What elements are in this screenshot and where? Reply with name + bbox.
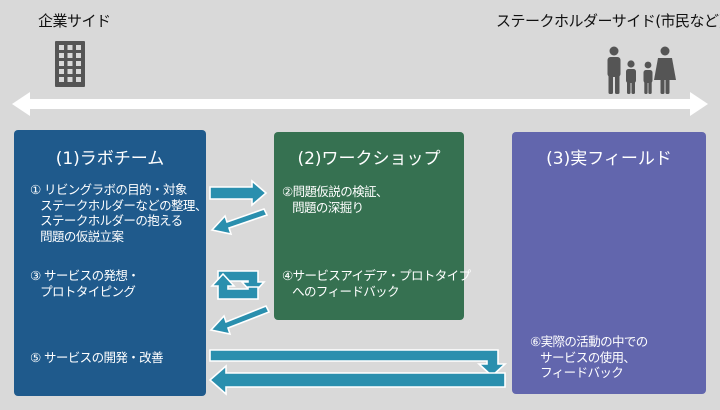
- real-field-box: (3)実フィールド: [512, 132, 706, 394]
- building-window: [59, 45, 64, 50]
- building-window: [76, 61, 81, 66]
- arrow-step1-to-step2: [209, 179, 268, 207]
- stakeholder-side-label: ステークホルダーサイド(市民など): [496, 12, 720, 30]
- enterprise-side-label: 企業サイド: [38, 12, 111, 30]
- step-3-text: ③ サービスの発想・ プロトタイピング: [30, 268, 140, 299]
- step-1-text: ① リビングラボの目的・対象 ステークホルダーなどの整理、 ステークホルダーの抱…: [30, 182, 207, 244]
- arrow-step5-to-field: [209, 349, 508, 378]
- lab-team-title: (1)ラボチーム: [55, 149, 165, 169]
- workshop-title: (2)ワークショップ: [297, 149, 441, 169]
- building-window: [67, 45, 73, 50]
- building-window: [76, 77, 81, 82]
- building-window: [59, 69, 64, 74]
- building-window: [67, 53, 73, 58]
- arrow-step4-to-lab: [209, 304, 271, 336]
- step-6-text: ⑥実際の活動の中での サービスの使用、 フィードバック: [530, 334, 648, 380]
- step-4-text: ④サービスアイデア・プロトタイプ へのフィードバック: [282, 268, 471, 299]
- arrow-field-to-lab: [208, 364, 506, 396]
- building-window: [59, 53, 64, 58]
- real-field-title: (3)実フィールド: [546, 149, 672, 169]
- arrow-step4-to-step3-loop: [210, 272, 259, 300]
- arrow-step2-to-lab: [210, 208, 269, 236]
- building-window: [76, 45, 81, 50]
- office-building-icon: [55, 41, 85, 87]
- building-window: [76, 53, 81, 58]
- building-window: [76, 69, 81, 74]
- building-window: [67, 77, 73, 82]
- family-icon: [607, 46, 676, 94]
- step-5-text: ⑤ サービスの開発・改善: [30, 350, 164, 365]
- building-window: [67, 69, 73, 74]
- building-window: [59, 77, 64, 82]
- stakeholder-axis-arrow: [12, 92, 708, 116]
- step-2-text: ②問題仮説の検証、 問題の深掘り: [282, 184, 388, 215]
- building-window: [67, 61, 73, 66]
- lab-team-box: (1)ラボチーム: [14, 130, 206, 396]
- building-window: [59, 61, 64, 66]
- workshop-box: (2)ワークショップ: [274, 132, 464, 320]
